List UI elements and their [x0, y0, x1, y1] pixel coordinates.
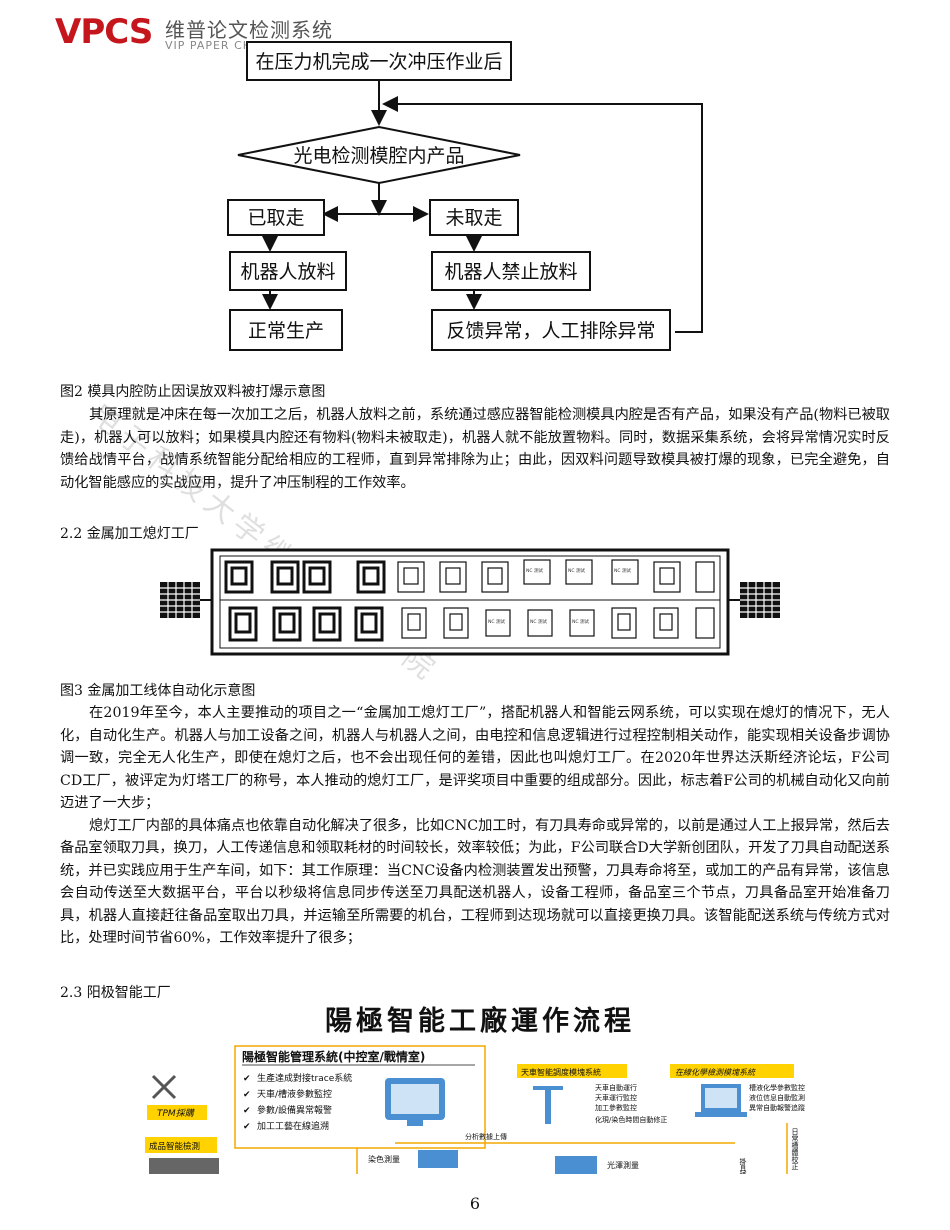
flow-right-branch-box	[429, 199, 519, 236]
cnc-machines-bottom	[228, 606, 715, 642]
paragraph-1-text: 其原理就是冲床在每一次加工之后，机器人放料之前，系统通过感应器智能检测模具内腔是…	[60, 407, 890, 491]
yang-crane-item-3: 加工參數監控	[595, 1103, 637, 1112]
yang-tpm: TPM採購	[157, 1108, 196, 1119]
yang-title: 陽極智能工廠運作流程	[325, 1005, 635, 1037]
yang-check-4: 加工工藝在線追溯	[257, 1120, 329, 1132]
section-2-2-heading: 2.2 金属加工熄灯工厂	[60, 526, 199, 542]
plant-label-4: NC 测试	[488, 618, 505, 625]
yang-finished: 成品智能檢測	[149, 1141, 200, 1152]
flow-left-action-box	[229, 251, 347, 291]
yang-check-2: 天車/槽液參數監控	[257, 1088, 332, 1100]
flow-decision-diamond	[237, 125, 521, 185]
flow-left-branch-box	[227, 199, 325, 236]
flow-top-text: 在压力机完成一次冲压作业后	[255, 51, 502, 73]
flow-right-result-box	[431, 309, 671, 351]
check-icon: ✔	[243, 1106, 251, 1116]
yang-dye: 染色測量	[368, 1154, 400, 1164]
yang-check-3: 參數/設備異常報警	[257, 1104, 332, 1116]
check-icon: ✔	[243, 1090, 251, 1100]
crane-icon	[533, 1086, 563, 1124]
check-icon: ✔	[243, 1122, 251, 1132]
metal-line-figure: NC 测试 NC 测试 NC 测试 NC 测试 NC 测试 NC 测试	[160, 548, 780, 656]
yang-rack: 掛具槽	[739, 1157, 747, 1174]
left-rack-icon	[160, 582, 200, 618]
plant-label-5: NC 测试	[530, 618, 547, 625]
section-2-3-heading: 2.3 阳极智能工厂	[60, 985, 171, 1001]
paragraph-1: 其原理就是冲床在每一次加工之后，机器人放料之前，系统通过感应器智能检测模具内腔是…	[60, 404, 890, 494]
flow-decision-text: 光电检测模腔内产品	[293, 145, 464, 167]
logo-mark: VPCS	[55, 12, 153, 52]
logo-cn-text: 维普论文检测系统	[165, 18, 333, 42]
flow-top-box	[246, 41, 512, 81]
flow-left-result-text: 正常生产	[248, 320, 324, 342]
fig3-caption: 图3 金属加工线体自动化示意图	[60, 683, 256, 699]
yang-chem-item-3: 異常自動報警追蹤	[749, 1103, 805, 1112]
plant-label-2: NC 测试	[568, 567, 585, 574]
tools-icon	[151, 1074, 177, 1100]
fig2-caption: 图2 模具内腔防止因误放双料被打爆示意图	[60, 384, 326, 400]
yang-crane-title: 天車智能調度模塊系統	[521, 1067, 601, 1077]
plant-label-1: NC 测试	[526, 567, 543, 574]
flow-right-action-box	[431, 251, 591, 291]
yang-daily: 日常槽體校正	[791, 1128, 799, 1170]
paragraph-2-text: 在2019年至今，本人主要推动的项目之一“金属加工熄灯工厂”，搭配机器人和智能云…	[60, 705, 890, 811]
flow-right-branch-text: 未取走	[445, 207, 502, 229]
right-rack-icon	[740, 582, 780, 618]
yang-chem-item-1: 槽液化學參數監控	[749, 1083, 805, 1092]
paragraph-3-text: 熄灯工厂内部的具体痛点也依靠自动化解决了很多，比如CNC加工时，有刀具寿命或异常…	[60, 817, 890, 947]
plant-label-6: NC 测试	[572, 618, 589, 625]
cnc-machines-top	[224, 559, 715, 594]
yang-gloss: 光澤測量	[607, 1160, 639, 1170]
yang-check-1: 生產達成對接trace系統	[257, 1072, 352, 1084]
flow-right-action-text: 机器人禁止放料	[444, 261, 577, 283]
flow-left-result-box	[229, 309, 343, 351]
yang-upload: 分析數據上傳	[465, 1132, 507, 1141]
laptop-icon	[695, 1084, 747, 1117]
flow-left-branch-text: 已取走	[247, 207, 304, 229]
page-number: 6	[469, 1194, 481, 1213]
flow-left-action-text: 机器人放料	[240, 261, 335, 283]
line-frame	[210, 548, 730, 656]
yang-crane-note: 化現/染色時間自動修正	[595, 1115, 667, 1124]
yang-mgmt-title: 陽極智能管理系統(中控室/戰情室)	[242, 1049, 425, 1064]
yang-chem-item-2: 液位信息自動監測	[749, 1093, 805, 1102]
yang-crane-item-2: 天車運行監控	[595, 1093, 637, 1102]
plant-label-3: NC 测试	[614, 567, 631, 574]
yang-crane-item-1: 天車自動運行	[595, 1083, 637, 1092]
check-icon: ✔	[243, 1074, 251, 1084]
yang-chem-title: 在線化學檢測模塊系統	[675, 1068, 756, 1077]
flowchart-figure: 在压力机完成一次冲压作业后 光电检测模腔内产品 已取走 未取走 机器人放料 机器…	[227, 41, 703, 351]
anodizing-factory-figure: 陽極智能工廠運作流程 陽極智能管理系統(中控室/戰情室) ✔ 生產達成對接tra…	[145, 1005, 805, 1174]
monitor-icon	[385, 1078, 445, 1126]
paragraph-2: 在2019年至今，本人主要推动的项目之一“金属加工熄灯工厂”，搭配机器人和智能云…	[60, 702, 890, 950]
flow-right-result-text: 反馈异常，人工排除异常	[446, 320, 655, 342]
